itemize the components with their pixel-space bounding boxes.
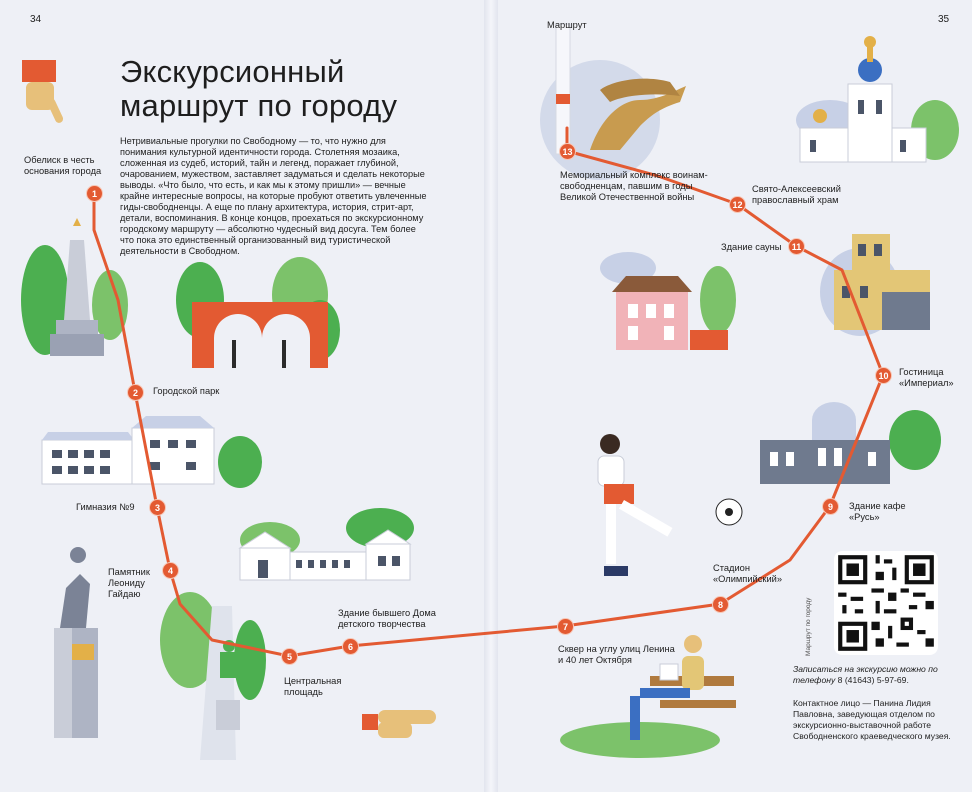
page-number-right: 35 xyxy=(938,14,950,25)
obelisk-illustration xyxy=(21,218,128,356)
qr-code[interactable] xyxy=(834,551,938,655)
page-number-left: 34 xyxy=(30,14,42,25)
bench-reader-illustration xyxy=(560,635,736,758)
stop-marker-12[interactable]: 12 xyxy=(729,196,746,213)
stop-marker-5[interactable]: 5 xyxy=(281,648,298,665)
park-gate-illustration xyxy=(176,257,340,368)
church-illustration xyxy=(796,36,959,163)
pointing-hand-icon xyxy=(22,60,64,123)
booking-phone[interactable]: 8 (41643) 5-97-69. xyxy=(837,675,909,685)
stop-marker-13[interactable]: 13 xyxy=(559,143,576,160)
route-label: Маршрут xyxy=(547,20,587,30)
stop-marker-11[interactable]: 11 xyxy=(788,238,805,255)
gaidai-monument-illustration xyxy=(54,547,98,738)
gymnasium-illustration xyxy=(41,416,262,488)
stop-marker-10[interactable]: 10 xyxy=(875,367,892,384)
stop-marker-7[interactable]: 7 xyxy=(557,618,574,635)
stop-label-9: Здание кафе «Русь» xyxy=(849,501,906,522)
booking-info: Записаться на экскурсию можно по телефон… xyxy=(793,664,953,686)
stop-label-10: Гостиница «Империал» xyxy=(899,367,954,388)
stop-label-1: Обелиск в честь основания города xyxy=(24,155,102,176)
stop-marker-3[interactable]: 3 xyxy=(149,499,166,516)
qr-caption: Маршрут по городу xyxy=(805,597,812,656)
pointing-hand-bottom-icon xyxy=(362,710,436,738)
booking-text: Записаться на экскурсию можно по телефон… xyxy=(793,664,938,685)
stop-label-11: Здание сауны xyxy=(721,242,782,252)
stop-label-6: Здание бывшего Дома детского творчества xyxy=(338,608,436,629)
contact-info: Контактное лицо — Панина Лидия Павловна,… xyxy=(793,698,951,741)
creativity-house-illustration xyxy=(238,508,414,581)
intro-text: Нетривиальные прогулки по Свободному — т… xyxy=(120,136,427,257)
stop-label-13: Мемориальный комплекс воинам-свободненца… xyxy=(560,170,708,202)
stop-label-7: Сквер на углу улиц Ленина и 40 лет Октяб… xyxy=(558,644,675,665)
stop-label-5: Центральная площадь xyxy=(284,676,342,697)
stop-marker-6[interactable]: 6 xyxy=(342,638,359,655)
hotel-illustration xyxy=(820,234,930,336)
page-title: Экскурсионный маршрут по городу xyxy=(120,53,398,123)
book-gutter xyxy=(484,0,498,792)
stop-label-8: Стадион «Олимпийский» xyxy=(713,563,783,584)
stop-label-3: Гимназия №9 xyxy=(76,502,135,512)
stop-marker-2[interactable]: 2 xyxy=(127,384,144,401)
stop-label-4: Памятник Леониду Гайдаю xyxy=(108,567,150,599)
stop-label-2: Городской парк xyxy=(153,386,220,396)
stop-marker-9[interactable]: 9 xyxy=(822,498,839,515)
stop-marker-8[interactable]: 8 xyxy=(712,596,729,613)
cafe-illustration xyxy=(760,402,941,484)
sauna-illustration xyxy=(600,252,736,350)
stop-label-12: Свято-Алексеевский православный храм xyxy=(752,184,841,205)
stop-marker-4[interactable]: 4 xyxy=(162,562,179,579)
footballer-illustration xyxy=(597,434,743,576)
stop-marker-1[interactable]: 1 xyxy=(86,185,103,202)
